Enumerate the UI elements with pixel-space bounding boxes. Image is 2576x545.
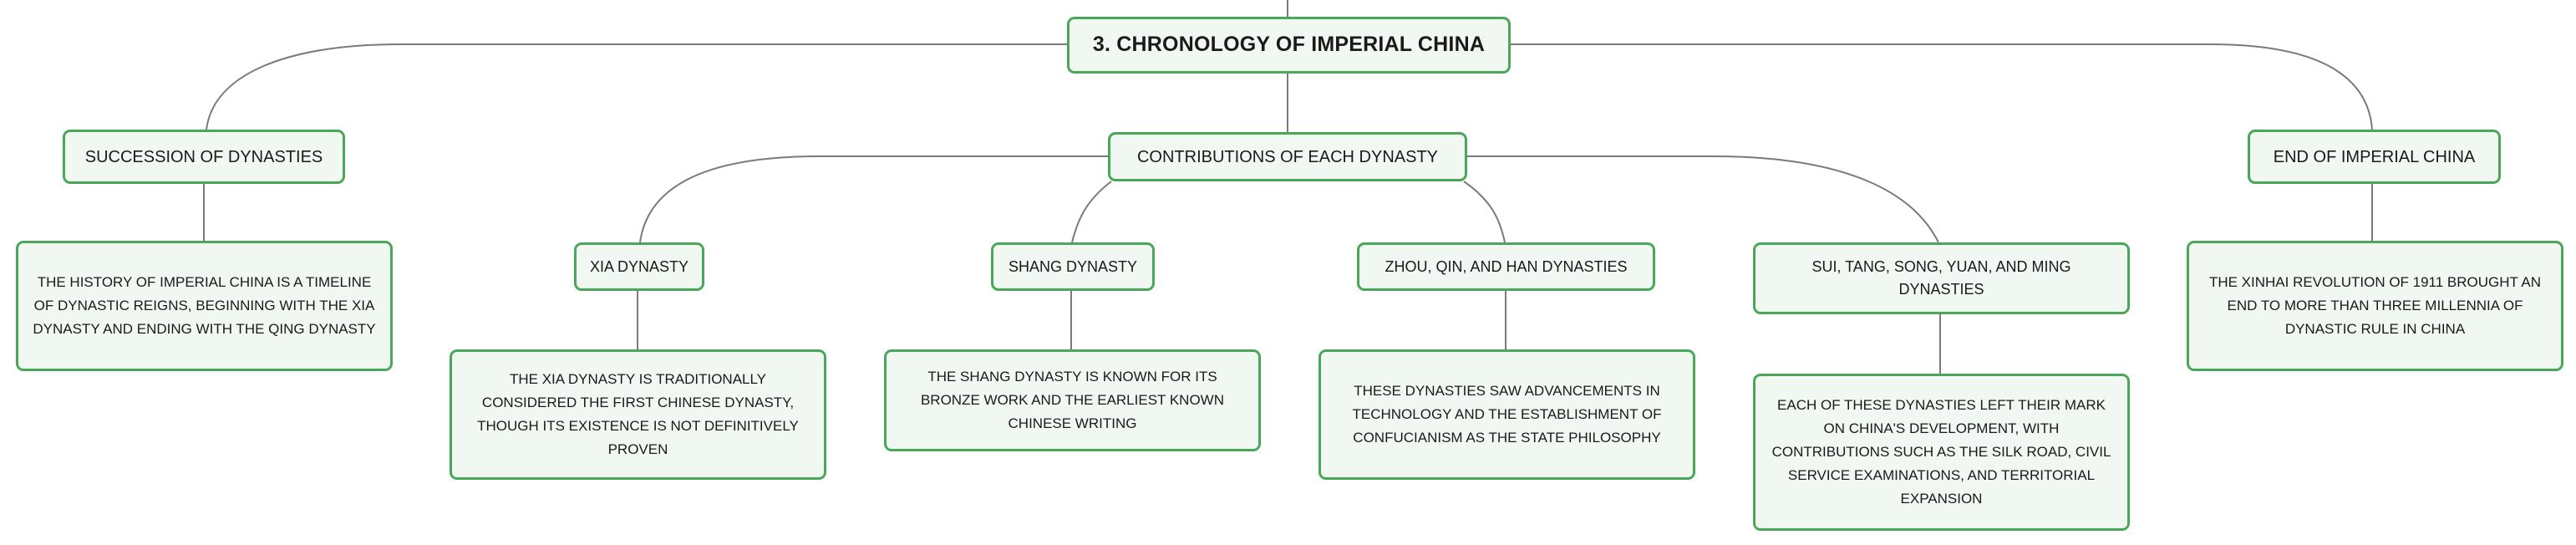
topic-succession-of-dynasties[interactable]: SUCCESSION OF DYNASTIES bbox=[63, 130, 345, 184]
note-shang-dynasty[interactable]: THE SHANG DYNASTY IS KNOWN FOR ITS BRONZ… bbox=[884, 349, 1261, 451]
topic-sui-tang-song-yuan-ming-dynasties[interactable]: SUI, TANG, SONG, YUAN, AND MING DYNASTIE… bbox=[1753, 242, 2130, 314]
note-end-of-imperial-china[interactable]: THE XINHAI REVOLUTION OF 1911 BROUGHT AN… bbox=[2187, 241, 2563, 371]
connector-contributions-to-shang bbox=[1071, 181, 1112, 243]
topic-shang-dynasty[interactable]: SHANG DYNASTY bbox=[991, 242, 1155, 291]
note-zhou-qin-han-dynasties[interactable]: THESE DYNASTIES SAW ADVANCEMENTS IN TECH… bbox=[1318, 349, 1695, 480]
note-xia-dynasty[interactable]: THE XIA DYNASTY IS TRADITIONALLY CONSIDE… bbox=[450, 349, 826, 480]
connector-root-to-succession bbox=[206, 43, 1067, 130]
connector-root-to-end bbox=[1511, 43, 2373, 130]
topic-end-of-imperial-china[interactable]: END OF IMPERIAL CHINA bbox=[2248, 130, 2501, 184]
topic-zhou-qin-han-dynasties[interactable]: ZHOU, QIN, AND HAN DYNASTIES bbox=[1357, 242, 1655, 291]
note-sui-tang-song-yuan-ming-dynasties[interactable]: EACH OF THESE DYNASTIES LEFT THEIR MARK … bbox=[1753, 374, 2130, 531]
note-succession-of-dynasties[interactable]: THE HISTORY OF IMPERIAL CHINA IS A TIMEL… bbox=[16, 241, 393, 371]
topic-contributions-of-each-dynasty[interactable]: CONTRIBUTIONS OF EACH DYNASTY bbox=[1108, 132, 1467, 181]
root-topic[interactable]: 3. CHRONOLOGY OF IMPERIAL CHINA bbox=[1067, 17, 1511, 74]
connector-contributions-to-sui bbox=[1467, 155, 1939, 243]
connector-contributions-to-xia bbox=[639, 155, 1108, 243]
topic-xia-dynasty[interactable]: XIA DYNASTY bbox=[574, 242, 704, 291]
connector-contributions-to-zhou bbox=[1463, 181, 1506, 243]
